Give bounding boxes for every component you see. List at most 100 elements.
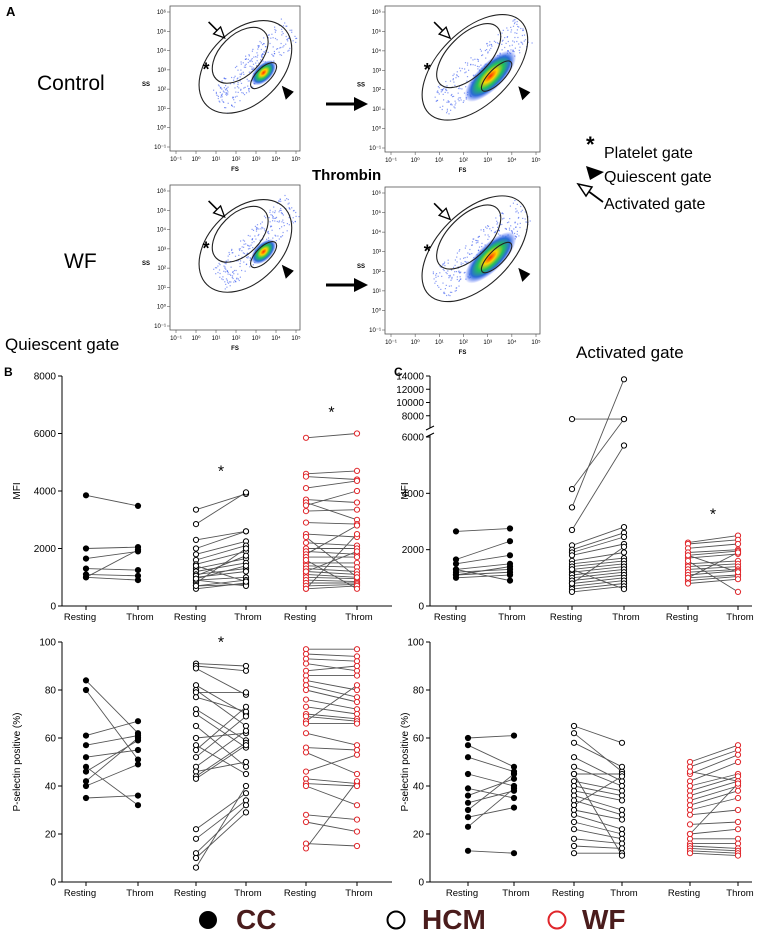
flow-event-dot (243, 94, 246, 96)
flow-event-dot (450, 269, 453, 271)
flow-event-dot (442, 268, 444, 270)
flow-event-dot (272, 211, 274, 213)
flow-event-dot (453, 81, 455, 83)
y-tick-label: 40 (413, 782, 425, 793)
x-tick-label: Throm (345, 612, 373, 623)
flow-event-dot (214, 267, 217, 269)
pair-line (305, 713, 358, 720)
flow-event-dot (224, 89, 227, 91)
flow-event-dot (225, 78, 227, 80)
flow-event-dot (267, 237, 270, 239)
flow-event-dot (249, 259, 251, 261)
flow-event-dot (508, 227, 511, 229)
flow-event-dot (234, 279, 236, 282)
flow-event-dot (487, 52, 489, 54)
flow-event-dot (270, 214, 272, 216)
pair-line (571, 580, 625, 587)
flow-event-dot (441, 90, 443, 92)
flow-event-dot (458, 270, 460, 272)
flow-event-dot (446, 273, 448, 275)
data-point (242, 562, 250, 569)
data-point (464, 770, 472, 778)
data-point (192, 582, 200, 590)
pair-line (85, 550, 139, 560)
flow-event-dot (457, 98, 459, 100)
flow-event-dot (227, 271, 229, 273)
flow-event-dot (457, 266, 459, 268)
flow-event-dot (224, 288, 226, 290)
flow-event-dot (292, 222, 294, 224)
flow-event-dot (489, 49, 491, 51)
y-axis-label: MFI (400, 482, 411, 499)
y-tick-label: 20 (45, 830, 57, 841)
data-point (618, 773, 626, 780)
flow-event-dot (224, 107, 226, 109)
flow-tick-label: 10¹ (212, 336, 221, 342)
pair-line (85, 735, 139, 746)
flow-event-dot (295, 215, 297, 217)
flow-event-dot (276, 220, 278, 223)
flow-event-dot (243, 87, 245, 89)
pair-line (305, 689, 358, 703)
flow-event-dot (456, 261, 458, 263)
flow-event-dot (451, 276, 453, 278)
data-point (510, 732, 518, 739)
flow-event-dot (501, 212, 503, 214)
flow-event-dot (468, 69, 470, 71)
x-tick-label: Throm (502, 888, 530, 899)
platelet-gate-star: * (424, 60, 431, 80)
flow-event-dot (238, 87, 240, 89)
flow-event-dot (458, 279, 461, 281)
flow-event-dot (491, 45, 493, 47)
flow-event-dot (223, 77, 225, 79)
flow-event-dot (440, 288, 442, 290)
y-tick-label: 4000 (402, 489, 425, 500)
flow-event-dot (295, 37, 297, 40)
data-point (192, 835, 200, 842)
flow-event-dot (449, 80, 452, 82)
flow-event-dot (227, 281, 229, 283)
flow-event-dot (497, 222, 499, 224)
data-point (192, 536, 200, 544)
flow-event-dot (510, 26, 512, 28)
flow-event-dot (275, 217, 277, 219)
treatment-label: Thrombin (312, 167, 381, 184)
data-point (452, 528, 460, 535)
pair-line (305, 490, 358, 506)
flow-event-dot (510, 230, 512, 232)
pair-line (571, 566, 625, 573)
flow-event-dot (255, 62, 257, 64)
flow-event-dot (279, 54, 281, 56)
flow-event-dot (436, 100, 438, 102)
flow-event-dot (280, 42, 282, 45)
flow-event-dot (267, 34, 269, 36)
flow-event-dot (517, 25, 519, 28)
flow-event-dot (446, 108, 448, 110)
flow-event-dot (516, 32, 518, 34)
flow-event-dot (249, 65, 251, 67)
flow-event-dot (465, 86, 467, 88)
flow-event-dot (458, 86, 461, 88)
flow-event-dot (466, 76, 469, 78)
data-point (353, 842, 361, 850)
flow-event-dot (239, 73, 241, 75)
flow-event-dot (276, 39, 278, 41)
flow-event-dot (262, 239, 264, 241)
flow-event-dot (217, 265, 219, 267)
flow-event-dot (522, 29, 524, 31)
flow-event-dot (245, 263, 247, 266)
flow-event-dot (252, 264, 254, 266)
flow-tick-label: 10⁵ (291, 156, 301, 163)
flow-event-dot (275, 240, 277, 242)
flow-event-dot (215, 273, 217, 275)
pair-line (85, 763, 139, 787)
flow-tick-label: 10⁴ (271, 156, 281, 163)
flow-event-dot (253, 56, 255, 58)
flow-event-dot (487, 234, 489, 236)
data-point (464, 742, 472, 749)
data-point (510, 770, 518, 778)
flow-event-dot (280, 209, 282, 212)
flow-event-dot (275, 216, 278, 218)
flow-event-dot (291, 29, 293, 31)
flow-event-dot (438, 286, 440, 288)
